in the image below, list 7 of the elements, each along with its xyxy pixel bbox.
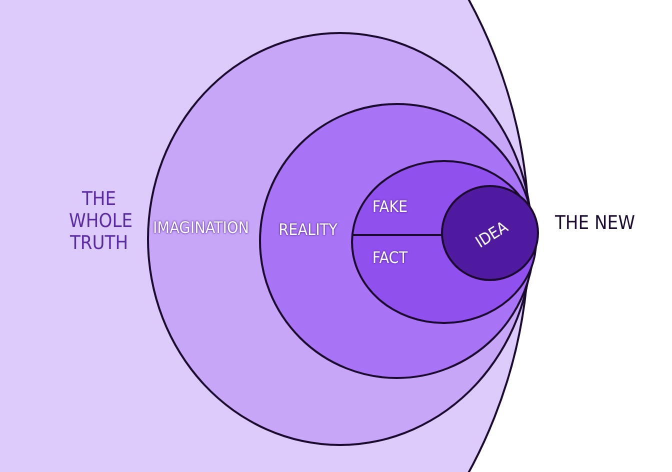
circle-label: IDEA	[472, 218, 512, 252]
circle-label: THE WHOLE TRUTH	[69, 189, 129, 255]
circle-label: IMAGINATION	[152, 218, 250, 238]
outer-label: THE NEW	[555, 213, 635, 235]
circle-label: FACT	[372, 248, 408, 268]
circle-label: REALITY	[278, 220, 338, 240]
circle-label: FAKE	[372, 198, 408, 216]
